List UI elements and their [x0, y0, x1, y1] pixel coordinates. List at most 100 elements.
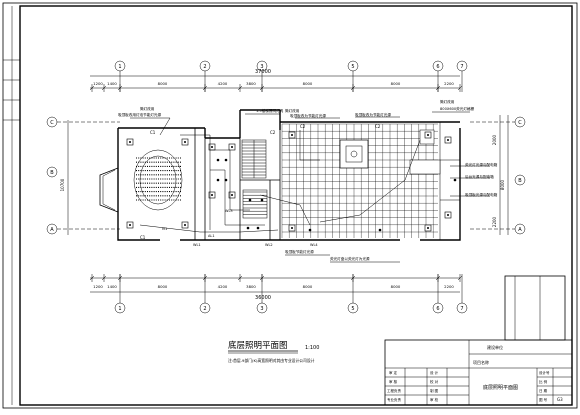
svg-text:制 图: 制 图	[430, 388, 439, 393]
annotation: 800X600荧光灯格栅	[440, 106, 475, 111]
axis-label-top: 3	[260, 64, 263, 70]
circuit-wiring	[139, 130, 421, 233]
annotation: 吸顶板改为节能灯光源	[290, 113, 326, 118]
total-dimension-top: 37000	[255, 69, 271, 75]
svg-text:A: A	[50, 227, 54, 233]
dimension-label: 8000	[391, 284, 401, 289]
svg-text:比 例: 比 例	[539, 379, 548, 384]
annotation: 荧光灯盘以荧光灯为光源	[330, 256, 370, 261]
building-outline	[99, 109, 461, 241]
dimension-label: 8000	[158, 284, 168, 289]
svg-text:C1: C1	[150, 130, 156, 135]
svg-text:M1: M1	[162, 227, 167, 231]
right-axis-bubbles: C B A 2000 8000 2200	[470, 115, 526, 235]
annotation: 筒灯改用	[140, 106, 155, 111]
svg-text:WL3: WL3	[225, 209, 233, 213]
axis-label-bottom: 1	[118, 306, 121, 312]
left-axis-bubbles: C B A 10700	[46, 116, 120, 235]
annotation-leaders	[130, 111, 490, 263]
dimension-label: 2200	[444, 81, 454, 86]
svg-text:WL1: WL1	[193, 243, 201, 247]
axis-label-top: 7	[460, 64, 463, 70]
dimension-label: 3800	[246, 81, 256, 86]
light-fixtures	[126, 131, 457, 232]
axis-label-top: 1	[118, 64, 121, 70]
svg-text:设计号: 设计号	[539, 370, 550, 375]
svg-text:WL4: WL4	[310, 243, 318, 247]
axis-label-top: 6	[436, 64, 439, 70]
drawing-title: 底层照明平面图	[228, 340, 288, 351]
plan-labels: C1 C2 C2 C2 C1 WL1 WL2 WL3 WL4 AL1 M1	[140, 124, 381, 247]
annotation: 荧光灯光源与配电箱	[465, 162, 498, 167]
svg-text:C1: C1	[140, 235, 146, 240]
svg-text:日 期: 日 期	[539, 388, 548, 393]
svg-text:设 计: 设 计	[430, 370, 439, 375]
total-dimension-bottom: 36000	[255, 295, 271, 301]
annotation: 吸顶板改为节能灯光源	[355, 112, 391, 117]
dimension-label: 4200	[218, 81, 228, 86]
drawing-frame	[19, 5, 573, 406]
dimension-label: 8000	[303, 81, 313, 86]
svg-text:建设单位: 建设单位	[487, 344, 503, 350]
svg-text:G3: G3	[557, 397, 563, 402]
dimension-label: 1400	[107, 81, 117, 86]
svg-text:C2: C2	[300, 124, 306, 129]
svg-text:审 校: 审 校	[430, 397, 439, 402]
svg-text:2200: 2200	[492, 216, 497, 227]
title-block: 建设单位 项目名称 底层照明平面图 审 定 审 核 工程负责 专业负责 设 计 …	[384, 339, 573, 406]
dimension-label: 1400	[107, 284, 117, 289]
staircase-lower	[242, 189, 268, 219]
axis-label-top: 5	[351, 64, 354, 70]
axis-label-bottom: 2	[203, 306, 206, 312]
svg-text:B: B	[518, 178, 522, 184]
svg-text:审 定: 审 定	[389, 370, 398, 375]
grid-room-features	[339, 129, 441, 175]
svg-text:底层照明平面图: 底层照明平面图	[483, 384, 518, 391]
axis-label-bottom: 3	[260, 306, 263, 312]
left-hall-lights	[133, 149, 183, 211]
legend-table	[504, 275, 566, 341]
svg-text:C: C	[50, 120, 54, 126]
stair-treads	[242, 141, 267, 215]
axis-label-top: 2	[203, 64, 206, 70]
binding-strip	[3, 6, 20, 405]
annotation: 筒灯改用	[440, 99, 455, 104]
svg-text:10700: 10700	[60, 178, 65, 191]
svg-text:C: C	[518, 120, 522, 126]
svg-text:图 号: 图 号	[539, 397, 548, 402]
drawing-note: 注:首层-9部门(K)高宽照明对其由专业设计公司设计	[228, 358, 315, 363]
svg-text:审 核: 审 核	[389, 379, 398, 384]
svg-text:工程负责: 工程负责	[387, 388, 401, 393]
svg-text:WL2: WL2	[265, 243, 273, 247]
dimension-label: 8000	[391, 81, 401, 86]
svg-text:C2: C2	[270, 130, 276, 135]
annotation: 吸顶板改用灯泡节能灯光源	[118, 112, 162, 117]
svg-text:项目名称: 项目名称	[473, 359, 489, 365]
dimension-label: 8000	[158, 81, 168, 86]
top-axis-bubbles: 1 2 3 5 6 7	[114, 60, 468, 92]
svg-text:专业负责: 专业负责	[387, 397, 401, 402]
svg-text:A: A	[518, 227, 522, 233]
annotation: 筒灯改用	[285, 108, 300, 113]
svg-text:2000: 2000	[492, 134, 497, 145]
svg-text:AL1: AL1	[208, 234, 215, 238]
dimension-label: 4200	[218, 284, 228, 289]
axis-label-bottom: 7	[460, 306, 463, 312]
svg-text:C2: C2	[375, 124, 381, 129]
drawing-scale: 1:100	[305, 345, 319, 351]
svg-text:8000: 8000	[500, 179, 505, 190]
axis-label-bottom: 6	[436, 306, 439, 312]
hall-seating-rows	[136, 157, 182, 201]
annotation: 1.5楼梯照明灯具	[256, 108, 284, 113]
staircase	[241, 139, 267, 179]
dimension-label: 1200	[93, 284, 103, 289]
dimension-label: 2200	[444, 284, 454, 289]
dimension-label: 3800	[246, 284, 256, 289]
annotation-texts: 筒灯改用 吸顶板改用灯泡节能灯光源 1.5楼梯照明灯具 筒灯改用 吸顶板改为节能…	[118, 99, 498, 261]
annotation: 后台光源与配电箱	[465, 174, 494, 179]
